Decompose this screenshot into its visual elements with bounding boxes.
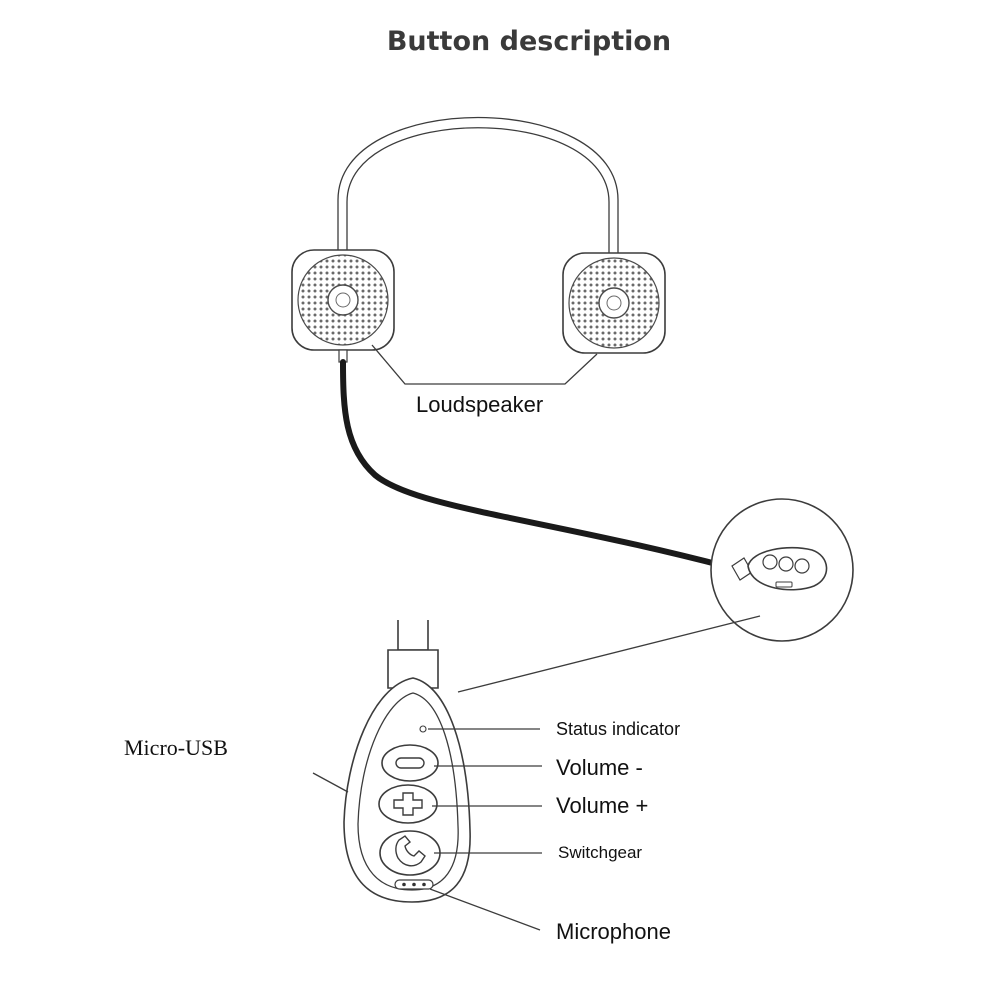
microphone-holes — [394, 879, 434, 890]
switchgear-label: Switchgear — [558, 843, 642, 862]
loudspeaker-label: Loudspeaker — [416, 392, 543, 417]
left-loudspeaker — [291, 249, 395, 351]
remote-zoom-circle — [710, 498, 854, 642]
volume-plus-button — [378, 784, 438, 824]
diagram-title: Button description — [387, 26, 671, 57]
zoom-pointer-line — [457, 615, 761, 693]
volume-minus-button — [381, 744, 439, 782]
status-indicator-led — [419, 725, 427, 733]
phone-icon — [395, 835, 426, 867]
switchgear-button — [379, 830, 441, 876]
loudspeaker-leader-lines — [371, 344, 598, 385]
cable — [338, 349, 731, 570]
remote-control — [343, 620, 471, 903]
remote-leader-lines — [312, 728, 542, 931]
right-loudspeaker — [562, 252, 666, 354]
volume-minus-label: Volume - — [556, 755, 643, 780]
micro-usb-label: Micro-USB — [124, 735, 228, 760]
volume-plus-label: Volume + — [556, 793, 648, 818]
status-indicator-label: Status indicator — [556, 719, 680, 739]
plus-icon — [393, 792, 423, 816]
microphone-label: Microphone — [556, 919, 671, 944]
headband — [337, 117, 619, 256]
